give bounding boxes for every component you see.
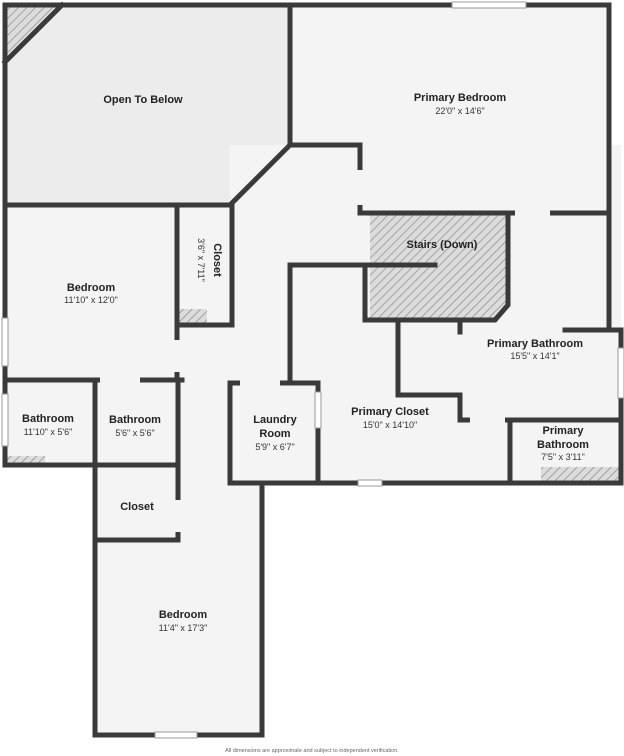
wall-exterior-top <box>2 2 612 468</box>
footer-disclaimer: All dimensions are approximate and subje… <box>225 748 399 754</box>
window-top <box>451 1 527 9</box>
window-laundry <box>314 391 322 429</box>
bedroom-2-label: Bedroom <box>159 609 208 621</box>
windows <box>1 1 624 739</box>
primary-bathroom-2-label-line1: Primary <box>543 425 585 437</box>
room-labels: Open To Below Primary Bedroom 22'0" x 14… <box>22 92 589 633</box>
primary-bathroom-dims: 15'5" x 14'1" <box>510 351 559 361</box>
floor-fills <box>5 5 621 735</box>
wall-closet-small <box>174 202 235 328</box>
primary-bathroom-2-label-line2: Bathroom <box>537 439 589 451</box>
open-to-below-area <box>5 5 290 205</box>
bedroom-2-dims: 11'4" x 17'3" <box>159 623 208 633</box>
wall-primary-closet-inner <box>395 317 513 486</box>
bathroom-2-label: Bathroom <box>109 414 161 426</box>
bathroom-1-hatch <box>5 456 45 466</box>
closet-small-label: Closet <box>211 243 223 277</box>
laundry-label-line2: Room <box>259 428 290 440</box>
bedroom-1-label: Bedroom <box>67 282 116 294</box>
wall-stairs <box>362 212 511 323</box>
window-bottom-bedroom <box>154 731 198 739</box>
bedroom-1-dims: 11'10" x 12'0" <box>64 295 118 305</box>
laundry-dims: 5'9" x 6'7" <box>255 442 294 452</box>
closet-hall-label: Closet <box>120 501 154 513</box>
stairs-hatch <box>370 215 508 320</box>
door-openings <box>100 170 550 532</box>
window-left-bathroom <box>1 393 9 447</box>
primary-bathroom-2-dims: 7'5" x 3'11" <box>541 452 585 462</box>
wall-hall-closet <box>92 462 181 543</box>
window-right-bath <box>617 347 624 399</box>
bathroom-1-dims: 11'10" x 5'6" <box>24 427 73 437</box>
laundry-label-line1: Laundry <box>253 414 297 426</box>
primary-bedroom-dims: 22'0" x 14'6" <box>435 106 484 116</box>
primary-bath-2-hatch <box>541 467 619 481</box>
wall-open-below-diag <box>2 2 293 208</box>
primary-bathroom-label: Primary Bathroom <box>487 338 583 350</box>
primary-closet-label: Primary Closet <box>351 406 429 418</box>
window-left-bedroom <box>1 317 9 367</box>
bathroom-1-label: Bathroom <box>22 413 74 425</box>
wall-exterior-right <box>227 327 624 486</box>
primary-closet-dims: 15'0" x 14'10" <box>363 420 417 430</box>
window-bottom-closet <box>357 479 383 487</box>
stairs-label: Stairs (Down) <box>407 239 478 251</box>
wall-primary-closet-top <box>287 262 438 383</box>
open-to-below-label: Open To Below <box>103 94 183 106</box>
primary-bedroom-label: Primary Bedroom <box>414 92 507 104</box>
bathroom-2-dims: 5'6" x 5'6" <box>115 428 154 438</box>
closet-shelf-hatch <box>179 309 207 323</box>
closet-small-dims: 3'6" x 7'11" <box>196 238 206 282</box>
wall-corner-diag <box>1 1 66 66</box>
